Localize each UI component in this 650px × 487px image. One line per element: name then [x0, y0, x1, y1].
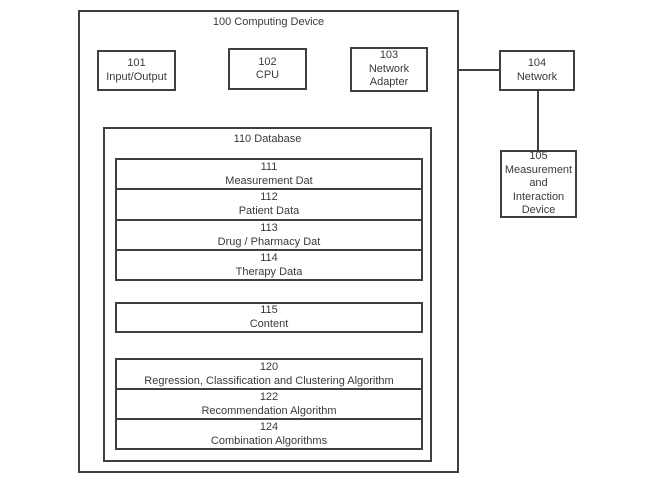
- database-rows: 111 Measurement Dat 112 Patient Data 113…: [115, 158, 423, 281]
- therapy-data-row: 114 Therapy Data: [117, 248, 421, 279]
- database-label: 110 Database: [233, 133, 302, 145]
- algorithm-rows: 120 Regression, Classification and Clust…: [115, 358, 423, 450]
- measurement-data-row: 111 Measurement Dat: [225, 161, 313, 188]
- computing-device-ref: 100: [212, 16, 232, 28]
- measurement-interaction-device-box: 105 Measurement and Interaction Device: [500, 150, 577, 218]
- drug-pharmacy-data-row: 113 Drug / Pharmacy Dat: [117, 218, 421, 249]
- connector-network-to-device: [537, 91, 539, 150]
- network-box: 104 Network: [499, 50, 575, 91]
- cpu-box: 102 CPU: [228, 48, 307, 90]
- recommendation-algorithm-row: 122 Recommendation Algorithm: [117, 388, 421, 418]
- computing-device-label: 100 Computing Device: [212, 16, 325, 28]
- patient-data-row: 112 Patient Data: [117, 188, 421, 218]
- network-adapter-box: 103 Network Adapter: [350, 47, 428, 92]
- content-box: 115 Content: [115, 302, 423, 333]
- input-output-box: 101 Input/Output: [97, 50, 176, 91]
- connector-adapter-to-network: [428, 69, 499, 71]
- regression-classification-clustering-row: 120 Regression, Classification and Clust…: [144, 361, 394, 387]
- combination-algorithms-row: 124 Combination Algorithms: [117, 418, 421, 448]
